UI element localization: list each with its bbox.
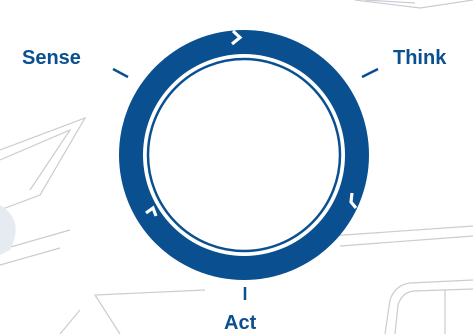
arrow-break-top	[230, 29, 243, 46]
background-shade	[0, 205, 16, 255]
ring-inner-white	[143, 54, 345, 256]
label-leaders	[112, 67, 379, 300]
cycle-ring	[119, 30, 369, 280]
cycle-arrow-breaks	[145, 29, 358, 217]
arrow-break-right	[349, 192, 358, 210]
leader-sense	[112, 67, 129, 79]
label-act: Act	[224, 312, 257, 334]
label-think: Think	[393, 47, 447, 69]
leader-think	[361, 67, 379, 79]
ring-inner-line	[146, 57, 342, 253]
label-sense: Sense	[22, 47, 81, 69]
arrow-break-left	[145, 205, 158, 217]
